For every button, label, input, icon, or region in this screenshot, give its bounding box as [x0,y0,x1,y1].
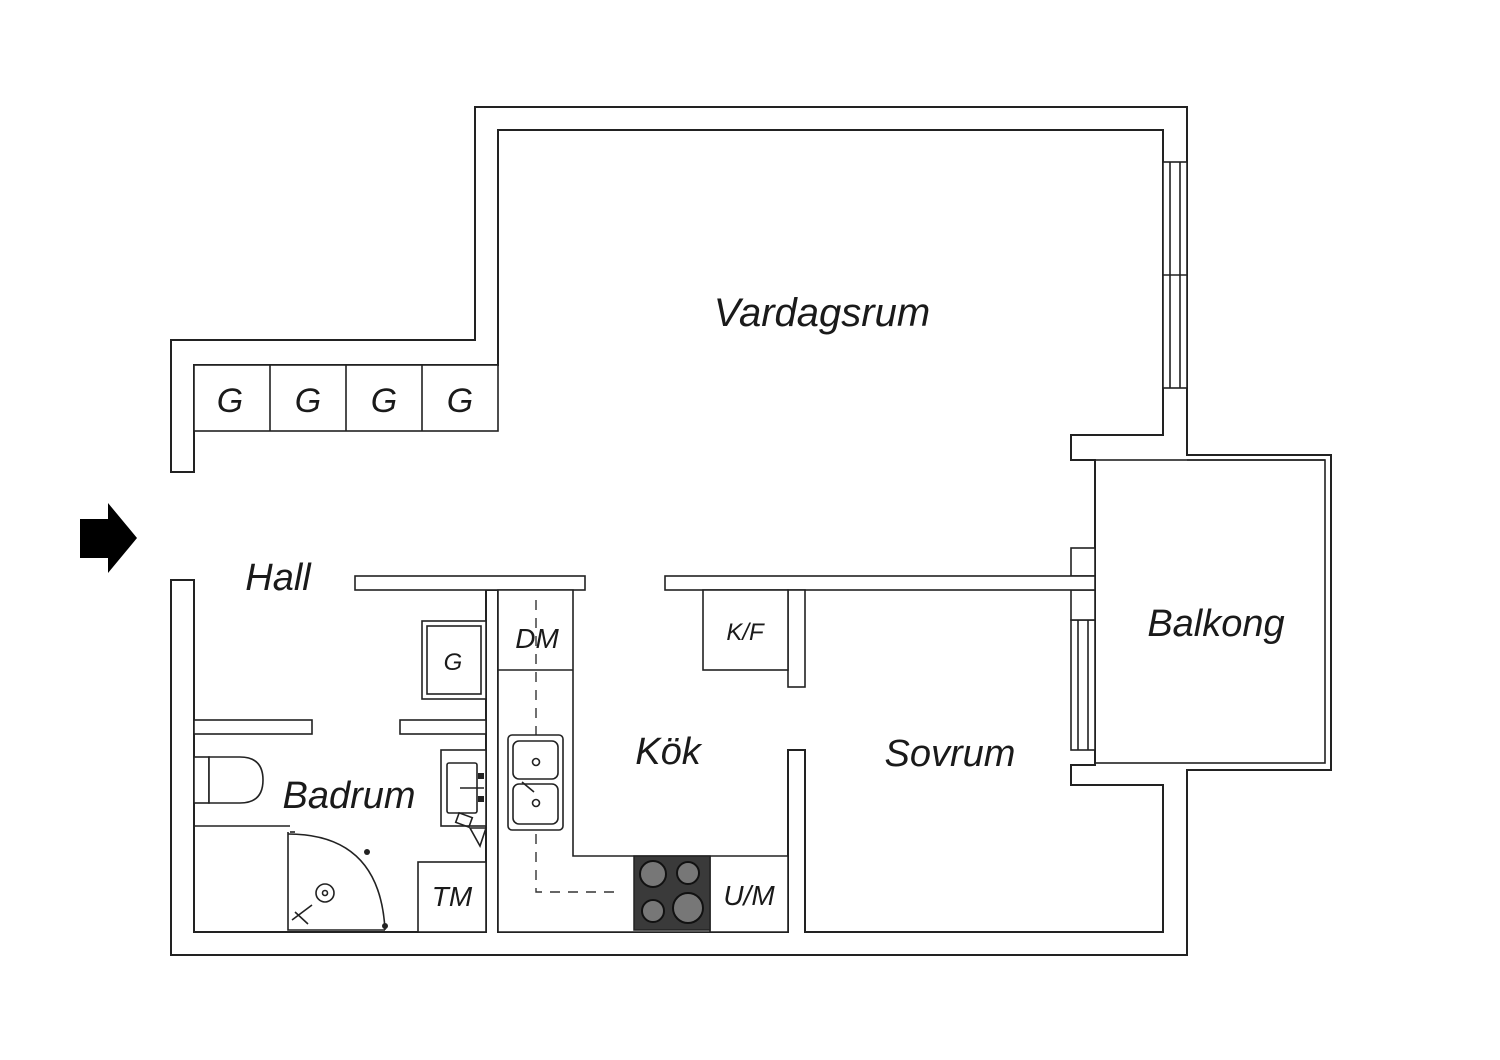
room-label-hall: Hall [245,557,312,599]
wardrobe-label-2: G [295,382,321,420]
outer-wall [170,106,1332,956]
fridge-freezer-label: K/F [726,619,765,646]
window-living-room [1162,161,1188,389]
window-bedroom [1070,619,1096,751]
stove-icon [633,855,711,931]
entrance-arrow-icon [80,503,137,573]
room-label-vardagsrum: Vardagsrum [714,291,930,335]
wardrobe-label-3: G [371,382,397,420]
wardrobe-label-4: G [447,382,473,420]
kitchen-counter [497,589,789,933]
toilet-icon [193,756,264,804]
sink-icon [507,734,564,831]
oven-microwave-label: U/M [723,880,775,911]
wall-bath-top-left [193,719,313,735]
wall-bath-top-right [399,719,487,735]
room-label-balkong: Balkong [1147,603,1284,645]
dishwasher-label: DM [515,623,559,654]
room-label-badrum: Badrum [282,775,415,817]
wardrobe-row: G G G G [193,364,499,432]
balcony-door-jamb-top [1070,547,1096,577]
balcony-door-jamb-bottom [1070,589,1096,621]
shower-icon [287,831,388,931]
hall-wardrobe: G [421,620,487,700]
washing-machine-box [417,861,487,933]
room-label-sovrum: Sovrum [885,733,1016,775]
washing-machine-label: TM [432,881,473,912]
fridge-freezer-box [702,589,789,671]
wall-kitchen-bedroom-top [664,575,1096,591]
wall-hall-top [354,575,586,591]
wall-bedroom-west [787,589,806,688]
wardrobe-label-1: G [217,382,243,420]
washbasin-icon [440,749,488,848]
room-label-kok: Kök [635,731,702,773]
hall-wardrobe-label: G [444,649,463,676]
